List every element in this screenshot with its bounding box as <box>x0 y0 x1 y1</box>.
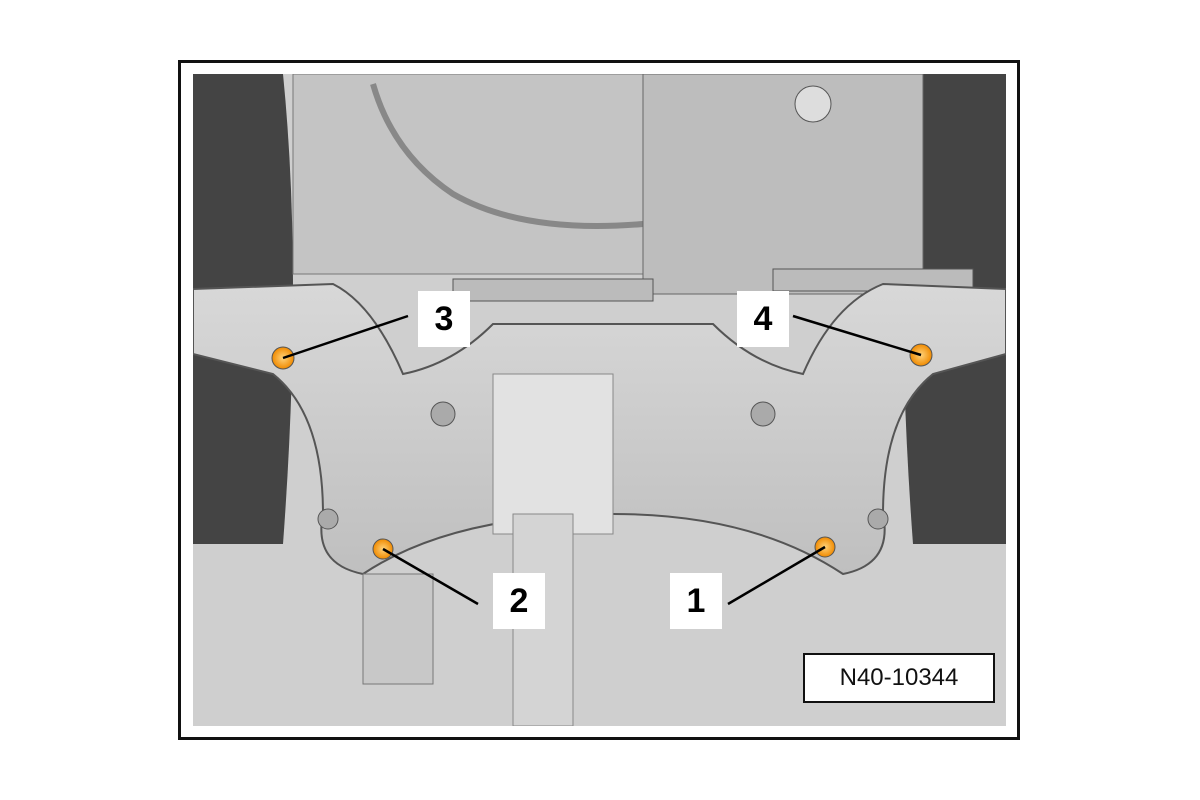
engine-block <box>292 74 654 275</box>
center-tunnel <box>492 373 614 535</box>
callout-2: 2 <box>493 573 545 629</box>
figure-id-label: N40-10344 <box>803 653 995 703</box>
figure-frame: 3 4 2 1 N40-10344 <box>178 60 1020 740</box>
callout-4: 4 <box>737 291 789 347</box>
subframe-illustration <box>193 74 1006 726</box>
callout-1: 1 <box>670 573 722 629</box>
gearbox <box>642 74 924 295</box>
callout-3: 3 <box>418 291 470 347</box>
left-driveshaft <box>452 278 654 302</box>
leader-lines <box>282 314 922 606</box>
